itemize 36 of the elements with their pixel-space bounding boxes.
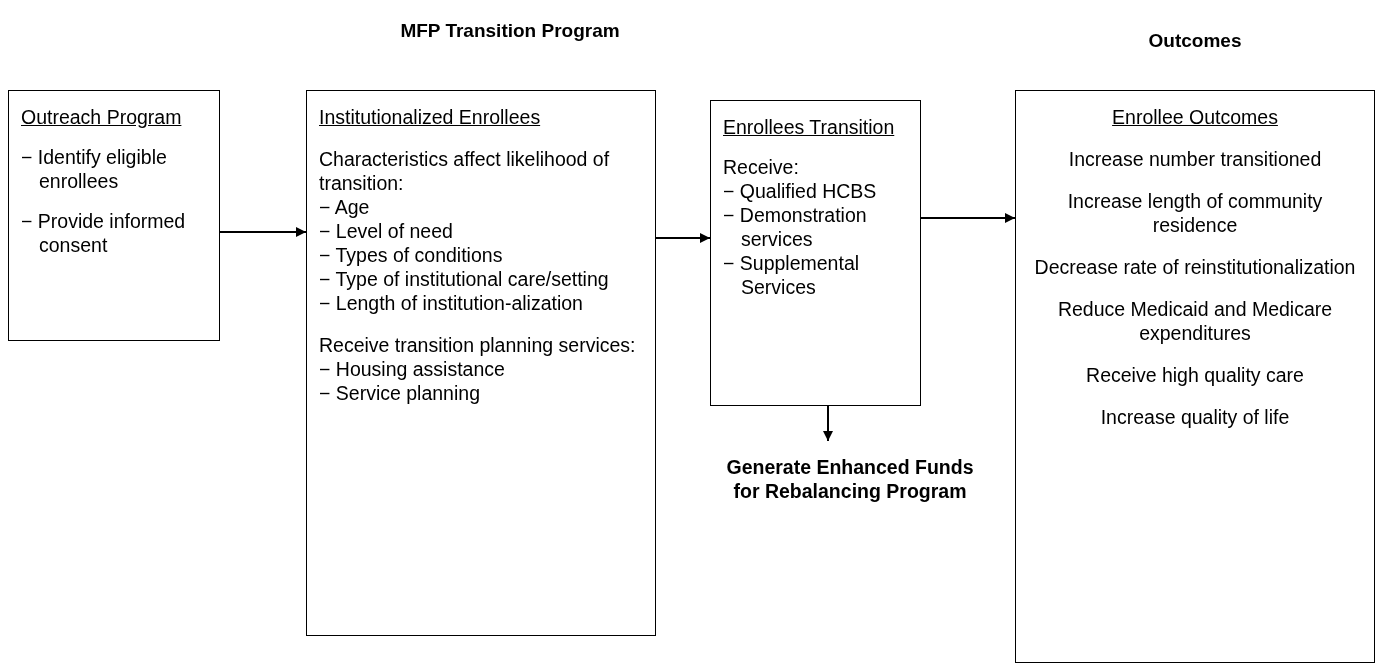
box-text: Increase number transitioned: [1067, 147, 1323, 171]
box-text: Receive transition planning services:: [319, 333, 637, 357]
bullet-item: − Service planning: [319, 381, 481, 405]
bullet-item: − Supplemental Services: [723, 251, 861, 299]
box-text: Generate Enhanced Funds for Rebalancing Program: [725, 455, 975, 503]
bullet-item: − Age: [319, 195, 371, 219]
bullet-item: − Type of institutional care/setting: [319, 267, 610, 291]
process-box: [8, 90, 220, 341]
bullet-item: − Types of conditions: [319, 243, 504, 267]
box-text: Reduce Medicaid and Medicare expenditures: [1056, 297, 1334, 345]
arrow: [219, 227, 307, 237]
column-heading: Outcomes: [1148, 30, 1242, 52]
box-heading: Enrollees Transition: [723, 115, 896, 139]
box-text: Increase length of community residence: [1066, 189, 1324, 237]
arrow: [823, 405, 833, 442]
box-heading: Outreach Program: [21, 105, 183, 129]
box-text: Receive high quality care: [1085, 363, 1305, 387]
bullet-item: − Provide informed consent: [21, 209, 187, 257]
arrow: [655, 233, 711, 243]
box-text: Characteristics affect likelihood of transition:: [319, 147, 611, 195]
box-text: Decrease rate of reinstitutionalization: [1033, 255, 1357, 279]
diagram-title: MFP Transition Program: [400, 20, 620, 42]
box-heading: Enrollee Outcomes: [1111, 105, 1279, 129]
process-box: [1015, 90, 1375, 663]
bullet-item: − Level of need: [319, 219, 454, 243]
bullet-item: − Demonstration services: [723, 203, 868, 251]
process-box: [306, 90, 656, 636]
bullet-item: − Qualified HCBS: [723, 179, 878, 203]
box-text: Receive:: [723, 155, 800, 179]
bullet-item: − Identify eligible enrollees: [21, 145, 168, 193]
box-text: Increase quality of life: [1099, 405, 1291, 429]
bullet-item: − Length of institution-alization: [319, 291, 584, 315]
arrow: [920, 213, 1016, 223]
process-box: [710, 100, 921, 406]
bullet-item: − Housing assistance: [319, 357, 506, 381]
box-heading: Institutionalized Enrollees: [319, 105, 542, 129]
